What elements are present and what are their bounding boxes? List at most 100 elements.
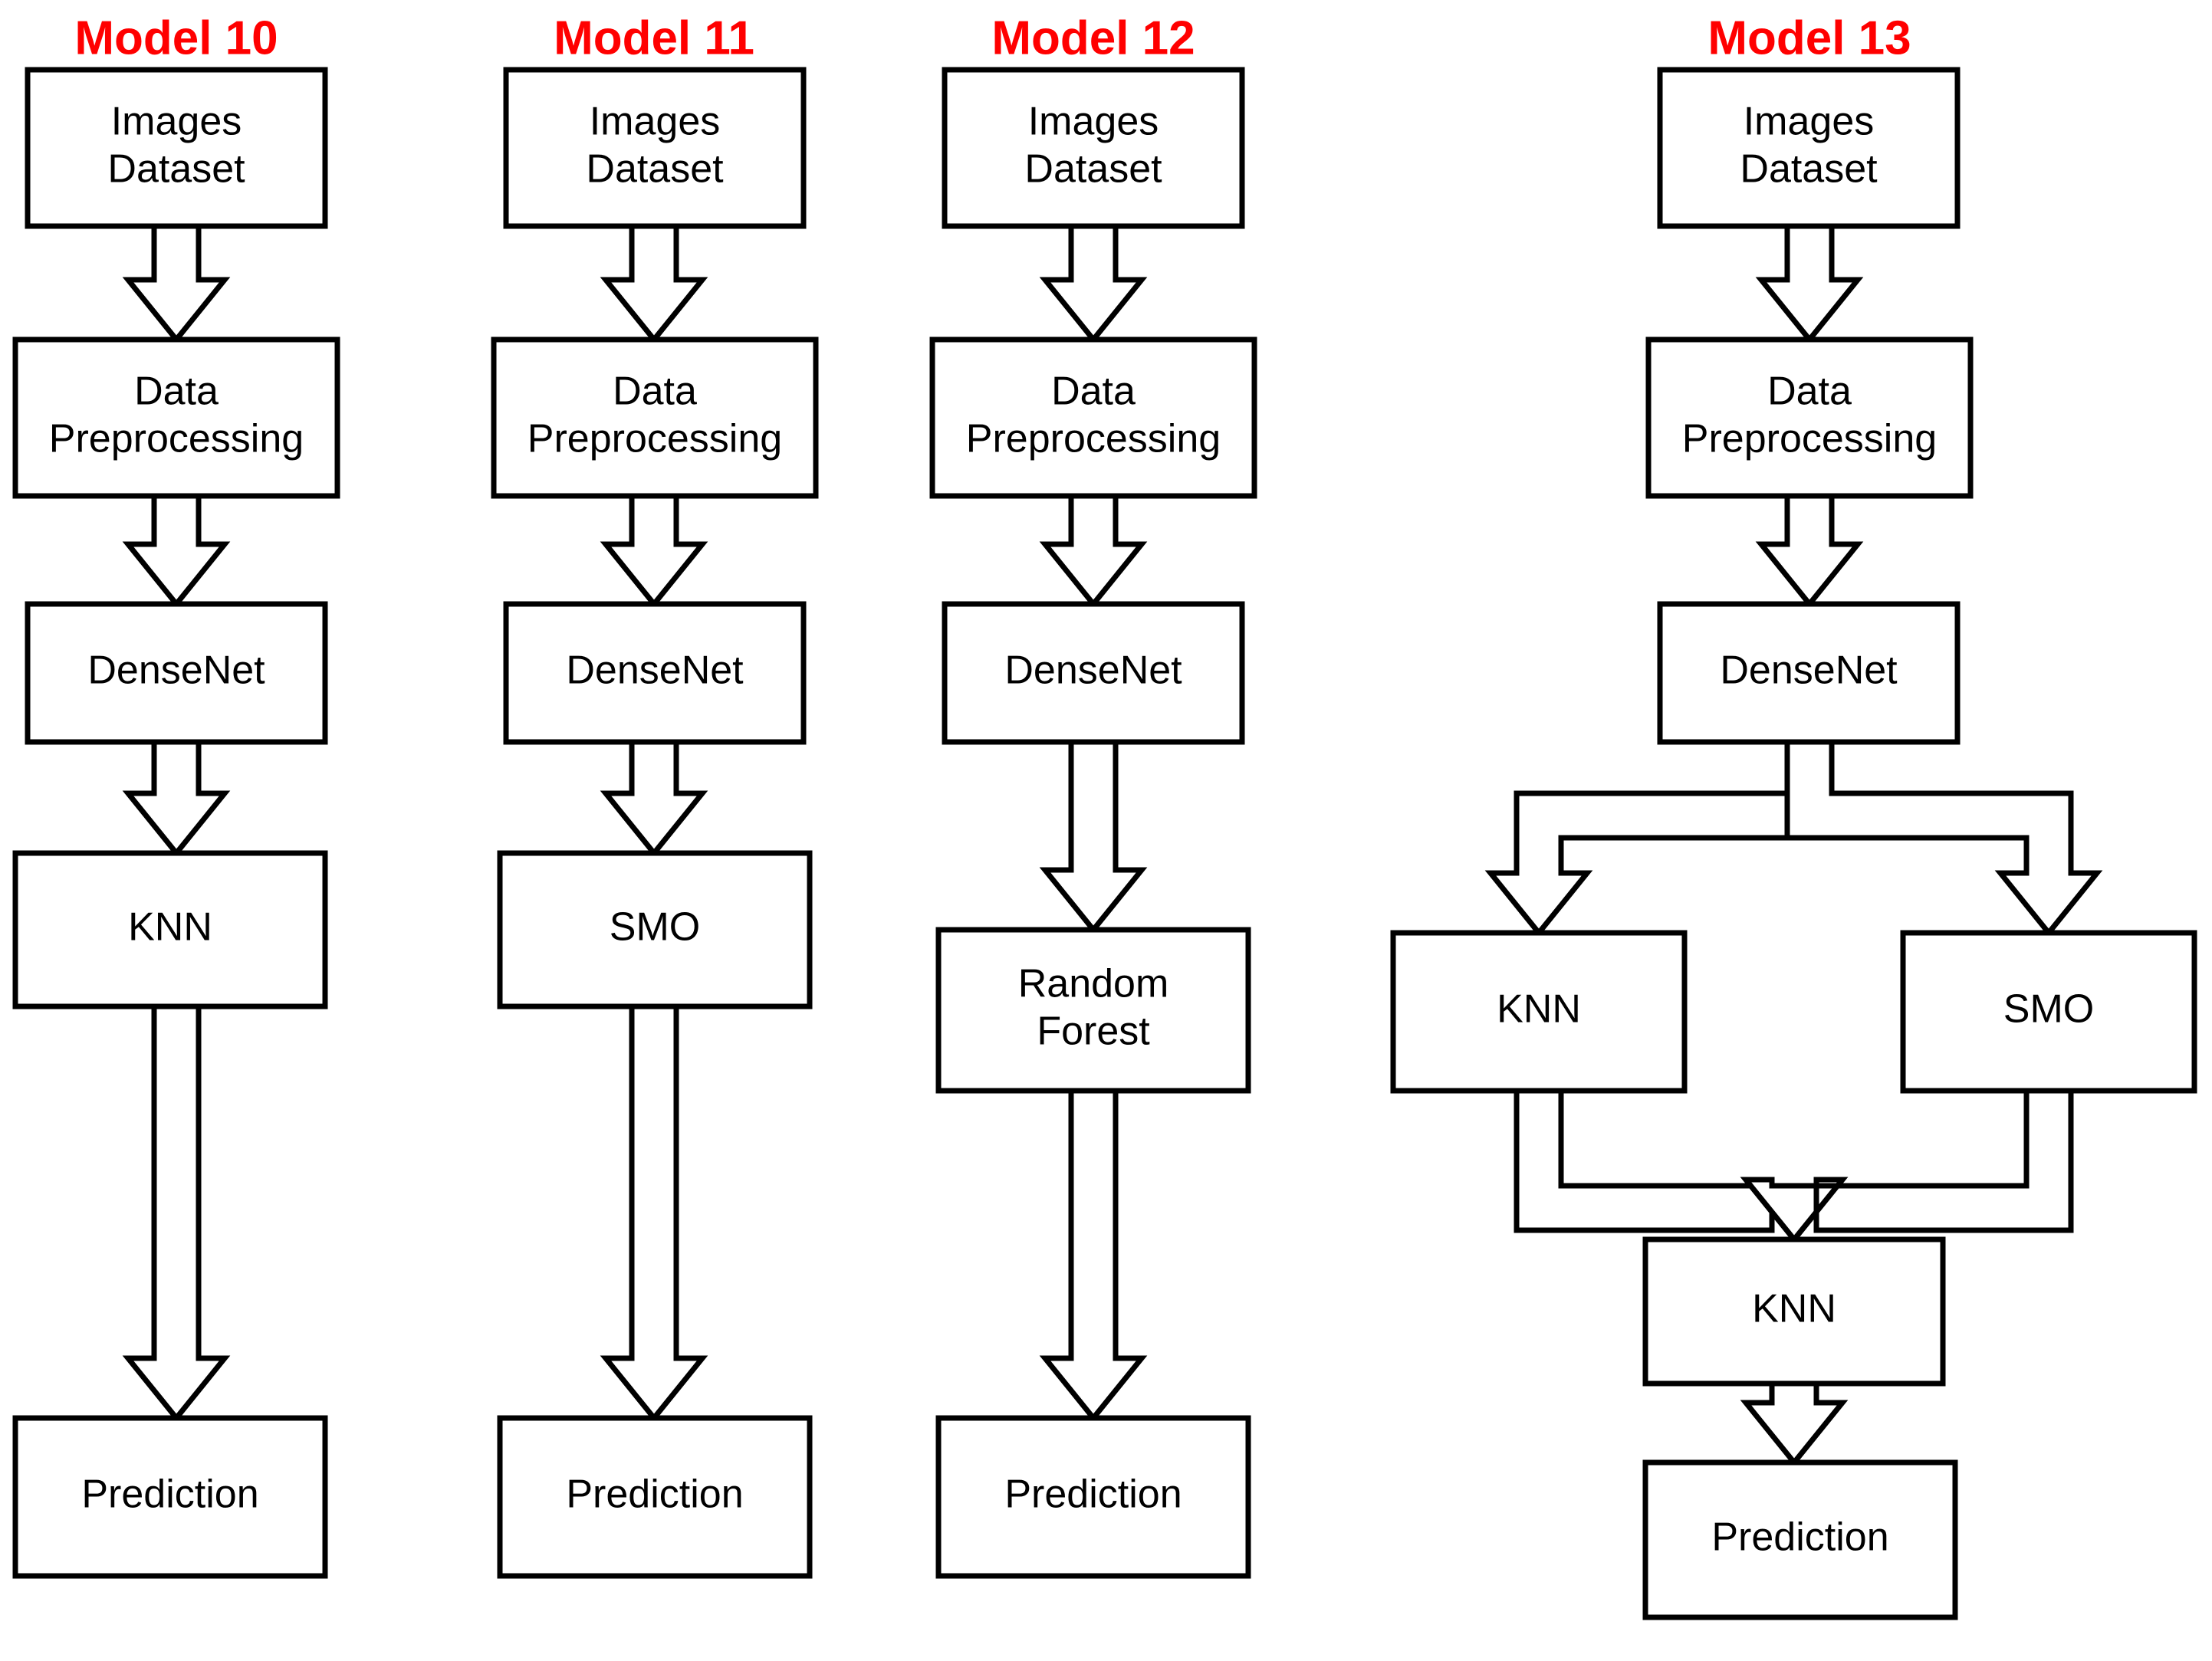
arrow-model-10-densenet-to-knn xyxy=(122,739,231,858)
node-model-11-prediction[interactable]: Prediction xyxy=(497,1415,813,1579)
arrow-model-12-random-forest-to-prediction xyxy=(1039,1088,1148,1423)
arrow-model-13-images-dataset-to-data-preprocessing xyxy=(1755,223,1864,344)
model-title-model-10: Model 10 xyxy=(74,11,278,64)
arrow-model-13-densenet-to-smo xyxy=(1784,739,2103,937)
node-box-model-12-images-dataset[interactable] xyxy=(942,67,1245,229)
node-model-13-knn-merge[interactable]: KNN xyxy=(1642,1236,1946,1387)
node-box-model-13-smo-branch[interactable] xyxy=(1900,930,2197,1094)
node-box-model-12-densenet[interactable] xyxy=(942,601,1245,745)
node-label-model-12-images-dataset: Images xyxy=(1028,100,1159,144)
node-label-model-12-random-forest: Random xyxy=(1018,962,1169,1006)
node-box-model-12-data-preprocessing[interactable] xyxy=(929,336,1257,499)
node-label-model-11-densenet: DenseNet xyxy=(566,648,744,693)
node-model-11-smo[interactable]: SMO xyxy=(497,850,813,1009)
node-model-10-densenet[interactable]: DenseNet xyxy=(25,601,328,745)
node-box-model-11-prediction[interactable] xyxy=(497,1415,813,1579)
node-label-model-10-knn: KNN xyxy=(128,905,212,950)
arrow-model-13-knn-merge-to-prediction xyxy=(1740,1380,1849,1467)
node-box-model-11-data-preprocessing[interactable] xyxy=(491,336,819,499)
node-model-13-prediction[interactable]: Prediction xyxy=(1642,1459,1958,1620)
node-label-model-13-data-preprocessing: Data xyxy=(1767,369,1852,414)
arrow-model-12-densenet-to-random-forest xyxy=(1039,739,1148,934)
node-model-10-prediction[interactable]: Prediction xyxy=(12,1415,328,1579)
node-label-model-12-prediction: Prediction xyxy=(1004,1472,1182,1517)
node-label-model-12-data-preprocessing: Preprocessing xyxy=(966,417,1221,461)
node-box-model-12-random-forest[interactable] xyxy=(935,927,1251,1094)
node-label-model-13-data-preprocessing: Preprocessing xyxy=(1682,417,1937,461)
node-label-model-13-prediction: Prediction xyxy=(1711,1515,1888,1560)
node-label-model-13-smo-branch: SMO xyxy=(2003,987,2094,1032)
node-label-model-11-data-preprocessing: Data xyxy=(613,369,697,414)
node-label-model-10-images-dataset: Dataset xyxy=(107,147,245,192)
node-label-model-12-random-forest: Forest xyxy=(1037,1009,1150,1054)
node-box-model-11-densenet[interactable] xyxy=(503,601,807,745)
arrow-model-11-densenet-to-smo xyxy=(600,739,708,858)
node-label-model-13-knn-merge: KNN xyxy=(1752,1287,1836,1331)
node-box-model-12-prediction[interactable] xyxy=(935,1415,1251,1579)
node-label-model-11-smo: SMO xyxy=(610,905,700,950)
arrows-layer xyxy=(122,223,2103,1467)
node-model-12-densenet[interactable]: DenseNet xyxy=(942,601,1245,745)
arrow-model-13-densenet-to-knn xyxy=(1484,739,1835,937)
node-label-model-10-data-preprocessing: Data xyxy=(134,369,219,414)
node-model-12-prediction[interactable]: Prediction xyxy=(935,1415,1251,1579)
model-title-model-11: Model 11 xyxy=(554,11,754,64)
node-box-model-13-data-preprocessing[interactable] xyxy=(1645,336,1974,499)
node-box-model-13-densenet[interactable] xyxy=(1657,601,1961,745)
node-box-model-13-knn-merge[interactable] xyxy=(1642,1236,1946,1387)
arrow-model-11-smo-to-prediction xyxy=(600,1003,708,1423)
node-label-model-11-data-preprocessing: Preprocessing xyxy=(528,417,782,461)
node-box-model-11-images-dataset[interactable] xyxy=(503,67,807,229)
node-label-model-12-data-preprocessing: Data xyxy=(1051,369,1136,414)
titles-layer: Model 10 Model 11 Model 12 Model 13 xyxy=(74,11,1911,64)
node-label-model-13-images-dataset: Images xyxy=(1744,100,1875,144)
arrow-model-10-images-dataset-to-data-preprocessing xyxy=(122,223,231,344)
node-label-model-10-densenet: DenseNet xyxy=(87,648,265,693)
node-model-13-densenet[interactable]: DenseNet xyxy=(1657,601,1961,745)
node-label-model-13-densenet: DenseNet xyxy=(1720,648,1898,693)
model-title-model-12: Model 12 xyxy=(991,11,1195,64)
node-label-model-11-images-dataset: Images xyxy=(590,100,721,144)
node-box-model-11-smo[interactable] xyxy=(497,850,813,1009)
node-box-model-13-knn-branch[interactable] xyxy=(1390,930,1688,1094)
node-box-model-10-knn[interactable] xyxy=(12,850,328,1009)
node-label-model-13-knn-branch: KNN xyxy=(1497,987,1581,1032)
arrow-model-11-images-dataset-to-data-preprocessing xyxy=(600,223,708,344)
node-model-13-knn-branch[interactable]: KNN xyxy=(1390,930,1688,1094)
node-label-model-10-prediction: Prediction xyxy=(81,1472,258,1517)
arrow-model-10-knn-to-prediction xyxy=(122,1003,231,1423)
arrow-model-12-images-dataset-to-data-preprocessing xyxy=(1039,223,1148,344)
node-model-10-knn[interactable]: KNN xyxy=(12,850,328,1009)
node-label-model-11-images-dataset: Dataset xyxy=(586,147,724,192)
node-model-11-densenet[interactable]: DenseNet xyxy=(503,601,807,745)
node-box-model-13-prediction[interactable] xyxy=(1642,1459,1958,1620)
nodes-layer: ImagesDatasetDataPreprocessingDenseNetKN… xyxy=(12,67,2197,1620)
node-box-model-10-prediction[interactable] xyxy=(12,1415,328,1579)
node-label-model-10-images-dataset: Images xyxy=(111,100,242,144)
node-box-model-10-data-preprocessing[interactable] xyxy=(12,336,340,499)
arrow-model-10-data-preprocessing-to-densenet xyxy=(122,493,231,609)
arrow-model-13-data-preprocessing-to-densenet xyxy=(1755,493,1864,609)
model-title-model-13: Model 13 xyxy=(1707,11,1911,64)
arrow-model-11-data-preprocessing-to-densenet xyxy=(600,493,708,609)
node-label-model-10-data-preprocessing: Preprocessing xyxy=(49,417,304,461)
node-box-model-10-densenet[interactable] xyxy=(25,601,328,745)
arrow-model-12-data-preprocessing-to-densenet xyxy=(1039,493,1148,609)
node-box-model-13-images-dataset[interactable] xyxy=(1657,67,1961,229)
arrow-model-13-smo-to-knnmerge xyxy=(1740,1088,2074,1244)
node-model-13-smo-branch[interactable]: SMO xyxy=(1900,930,2197,1094)
node-label-model-12-densenet: DenseNet xyxy=(1004,648,1182,693)
node-label-model-12-images-dataset: Dataset xyxy=(1024,147,1162,192)
node-box-model-10-images-dataset[interactable] xyxy=(25,67,328,229)
node-label-model-11-prediction: Prediction xyxy=(566,1472,743,1517)
